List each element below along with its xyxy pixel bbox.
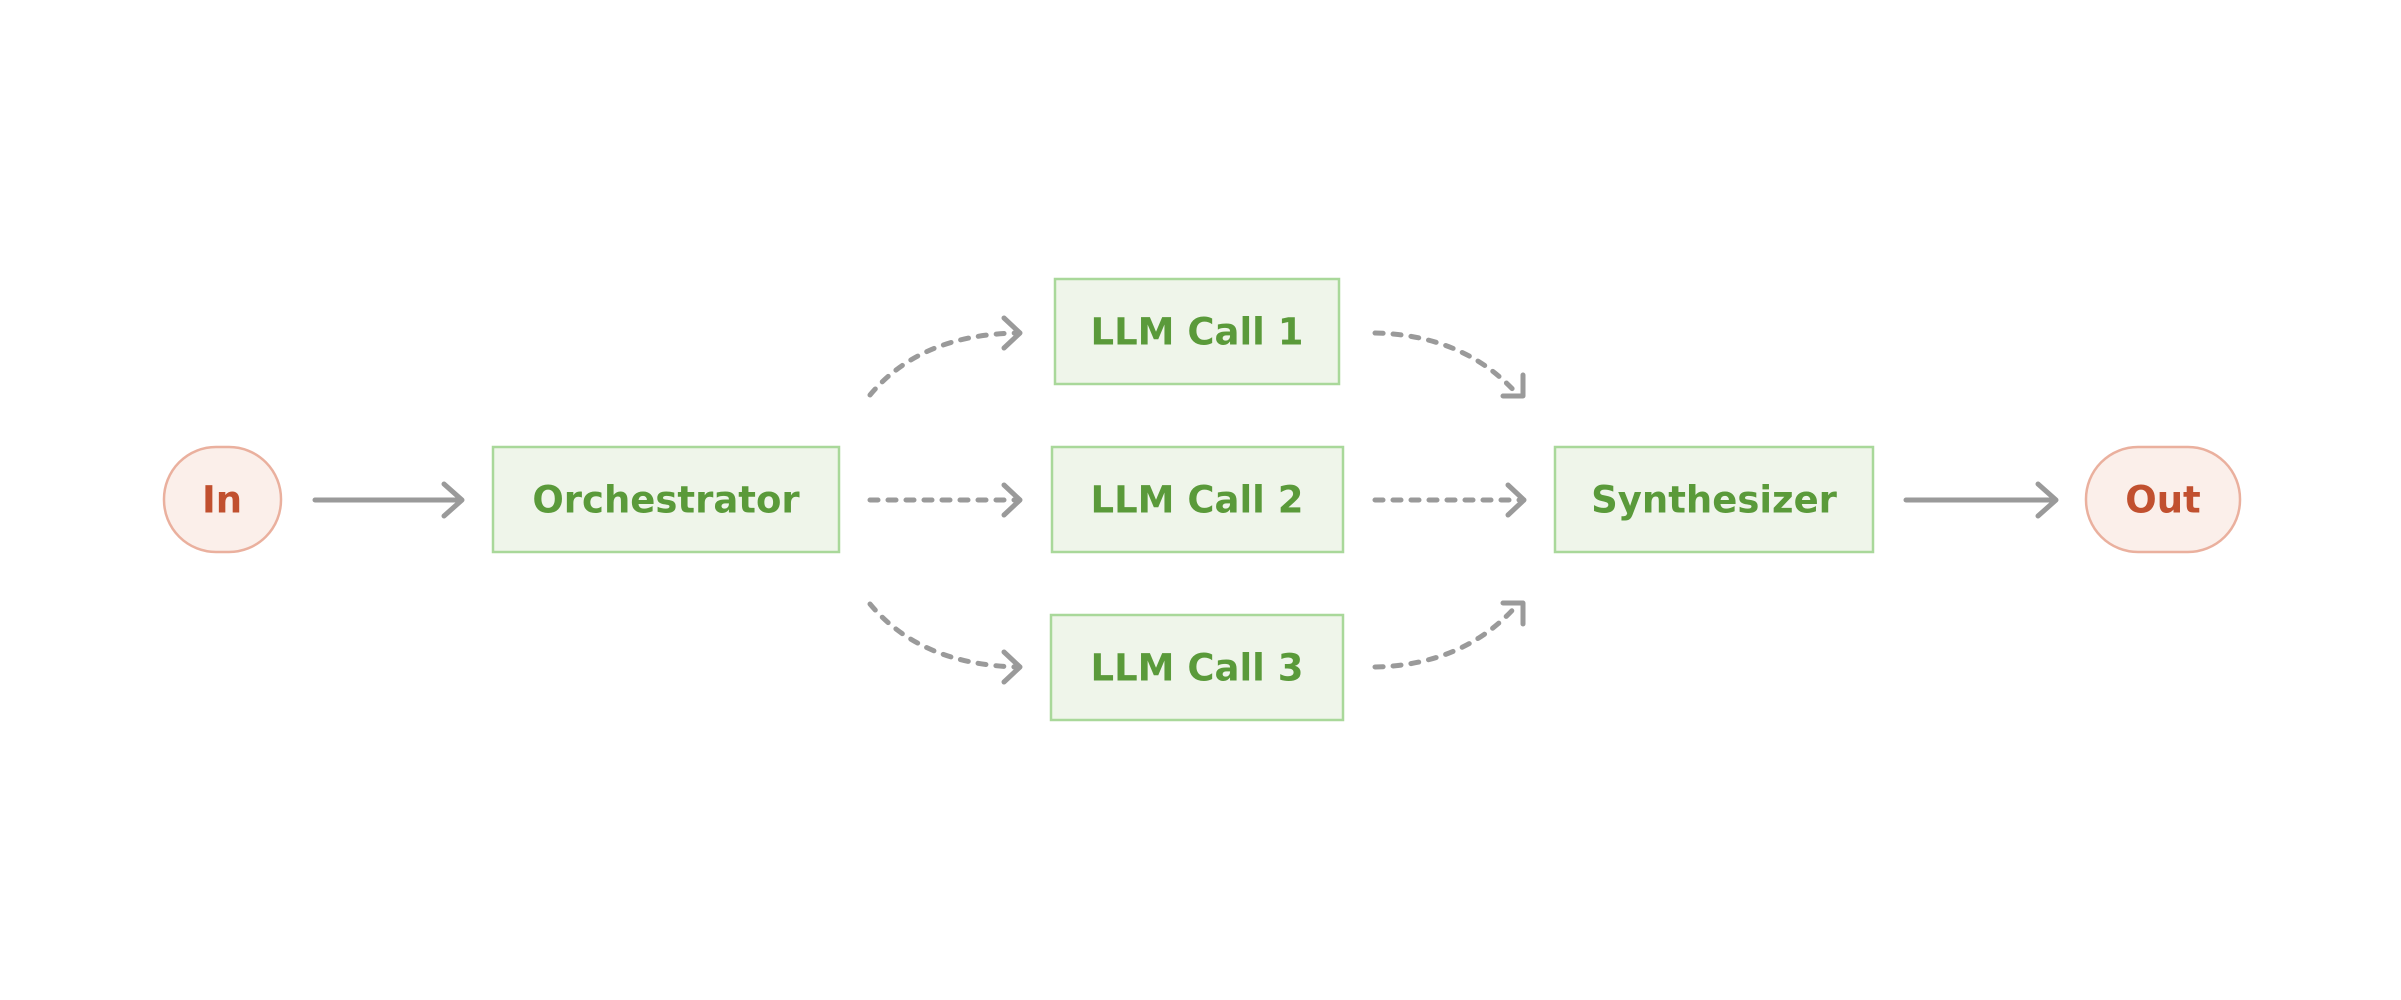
- orchestrator-node: Orchestrator: [491, 445, 841, 554]
- orchestrator-node-label: Orchestrator: [532, 479, 800, 522]
- edge-llm-call-3-to-synthesizer: [1372, 600, 1526, 670]
- llm-call-3-node: LLM Call 3: [1049, 613, 1345, 722]
- llm-call-2-node-shape: [1050, 445, 1345, 554]
- edge-orchestrator-to-llm-call-2: [867, 482, 1023, 518]
- arrowhead-icon: [1505, 482, 1527, 518]
- llm-call-1-node-label: LLM Call 1: [1091, 311, 1304, 354]
- edge-orchestrator-to-llm-call-3: [867, 601, 1023, 685]
- arrowhead-icon: [441, 481, 465, 519]
- synthesizer-node-shape: [1553, 445, 1875, 554]
- arrowhead-icon: [1500, 372, 1526, 399]
- llm-call-2-node: LLM Call 2: [1050, 445, 1345, 554]
- llm-call-2-node-label: LLM Call 2: [1091, 479, 1304, 522]
- orchestrator-node-shape: [491, 445, 841, 554]
- llm-call-3-node-label: LLM Call 3: [1091, 647, 1304, 690]
- synthesizer-node: Synthesizer: [1553, 445, 1875, 554]
- synthesizer-node-label: Synthesizer: [1591, 479, 1838, 522]
- arrowhead-icon: [1001, 649, 1023, 685]
- input-node-label: In: [202, 479, 242, 522]
- input-node: In: [162, 445, 283, 554]
- arrowhead-icon: [1001, 315, 1023, 351]
- output-node-label: Out: [2125, 479, 2200, 522]
- edge-llm-call-1-to-synthesizer: [1372, 330, 1526, 399]
- output-node: Out: [2084, 445, 2242, 554]
- input-node-shape: [162, 445, 283, 554]
- llm-call-1-node: LLM Call 1: [1053, 277, 1341, 386]
- edge-orchestrator-to-llm-call-1: [867, 315, 1023, 398]
- arrowhead-icon: [1001, 482, 1023, 518]
- edge-synthesizer-to-out: [1903, 481, 2059, 519]
- llm-call-1-node-shape: [1053, 277, 1341, 386]
- output-node-shape: [2084, 445, 2242, 554]
- edge-in-to-orchestrator: [312, 481, 465, 519]
- edge-llm-call-2-to-synthesizer: [1372, 482, 1527, 518]
- arrowhead-icon: [1500, 600, 1526, 627]
- arrowhead-icon: [2035, 481, 2059, 519]
- llm-call-3-node-shape: [1049, 613, 1345, 722]
